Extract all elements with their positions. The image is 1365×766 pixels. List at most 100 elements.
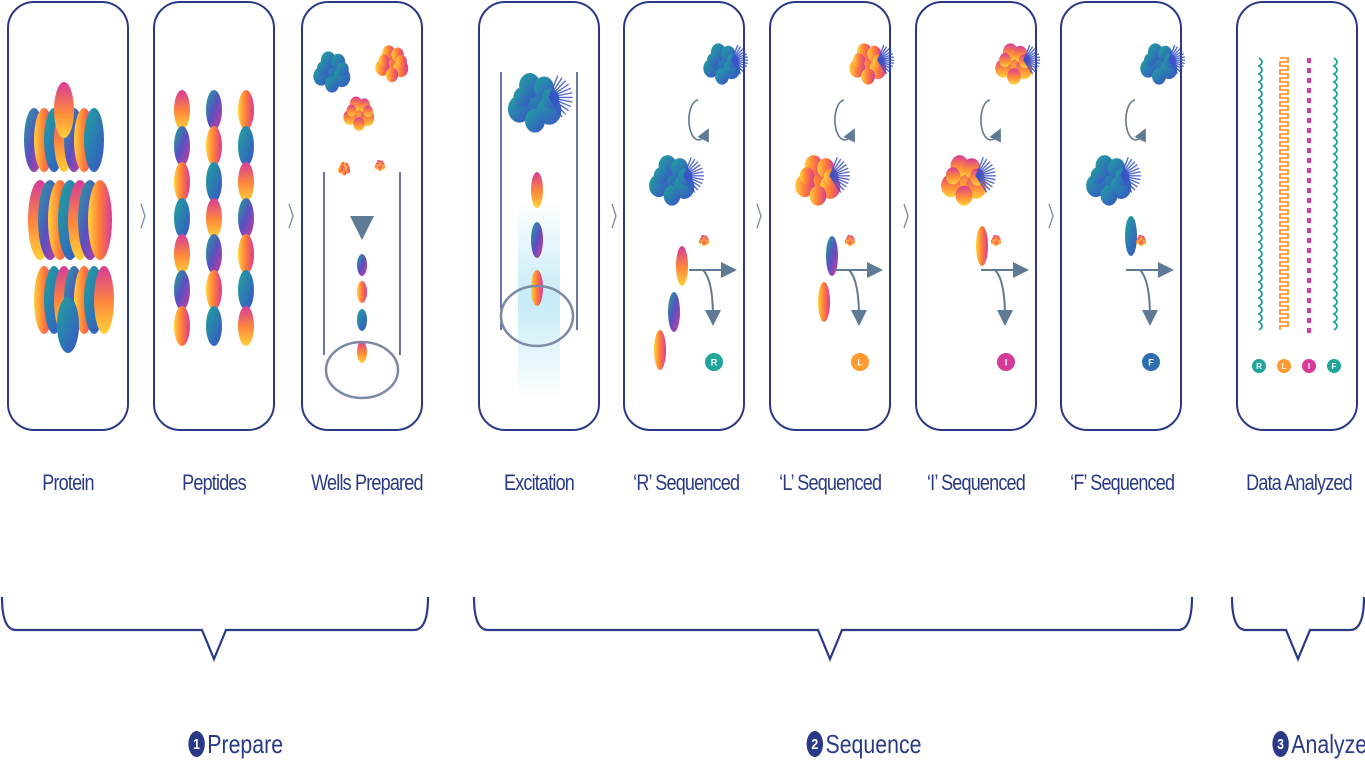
cluster-blob xyxy=(845,237,850,242)
fluorophore-cluster xyxy=(1140,43,1186,85)
amino-acid-letter: R xyxy=(1256,362,1262,371)
cluster-spike xyxy=(731,59,742,75)
peptide-bead xyxy=(357,281,367,303)
well-bottom xyxy=(499,284,575,348)
peptide-bead xyxy=(174,306,190,346)
cluster-spike xyxy=(549,92,573,99)
fluorophore-cluster xyxy=(649,155,704,206)
panel-3 xyxy=(301,1,423,431)
cluster-blob xyxy=(997,237,1001,242)
cluster-spike xyxy=(549,96,572,108)
stage-title: Prepare xyxy=(207,728,284,759)
cluster-spike xyxy=(549,96,573,103)
cluster-blob xyxy=(853,53,865,68)
cluster-spike xyxy=(548,83,570,98)
stage-number: 3 xyxy=(1272,731,1289,757)
cluster-blob xyxy=(1144,53,1156,68)
cluster-spike xyxy=(549,87,572,99)
peptide-bead xyxy=(238,234,254,274)
cluster-blob xyxy=(848,241,852,247)
stage-brace-1 xyxy=(0,596,430,662)
amino-acid-badge xyxy=(705,353,723,371)
cluster-spike xyxy=(975,175,988,193)
cluster-blob xyxy=(325,76,339,93)
cluster-spike xyxy=(548,75,559,98)
amino-acid-letter: L xyxy=(857,358,863,368)
fluorophore-cluster xyxy=(375,45,409,83)
peptide-bead xyxy=(174,162,190,202)
stage-number: 1 xyxy=(188,731,205,757)
panel-label: Peptides xyxy=(182,470,246,495)
cluster-spike xyxy=(1120,175,1133,193)
fluorophore-cluster xyxy=(374,159,386,172)
cluster-blob xyxy=(524,108,546,133)
cluster-blob xyxy=(346,104,357,117)
cluster-blob xyxy=(353,117,365,131)
cluster-spike xyxy=(877,59,888,75)
cluster-blob xyxy=(1152,68,1166,85)
peptide-bead xyxy=(84,108,104,172)
cluster-spike xyxy=(548,80,567,98)
cluster-blob xyxy=(345,165,350,171)
cluster-blob xyxy=(339,165,343,170)
cluster-blob xyxy=(381,162,385,167)
cluster-blob xyxy=(1142,237,1146,242)
amino-acid-letter: R xyxy=(711,358,718,368)
fluorophore-cluster xyxy=(1135,234,1147,247)
peptide-bead xyxy=(826,236,838,276)
cluster-blob xyxy=(1139,241,1143,247)
fluorophore-cluster xyxy=(1086,155,1141,206)
cluster-blob xyxy=(317,61,329,76)
fluorophore-cluster xyxy=(990,234,1002,247)
cluster-blob xyxy=(702,241,706,247)
amino-acid-badge xyxy=(1327,359,1341,373)
panel-label: ‘F’ Sequenced xyxy=(1070,470,1175,495)
cluster-blob xyxy=(851,237,855,242)
amino-acid-letter: I xyxy=(1308,362,1310,371)
fluorophore-cluster xyxy=(698,234,710,247)
peptide-bead xyxy=(57,297,79,353)
amino-acid-badge xyxy=(1277,359,1291,373)
peptide-bead xyxy=(238,198,254,238)
cluster-spike xyxy=(1168,59,1179,75)
fluorophore-cluster xyxy=(795,155,850,206)
peptide-bead xyxy=(206,270,222,310)
panel-6: L xyxy=(769,1,895,431)
peptide-bead xyxy=(238,126,254,166)
amino-acid-badge xyxy=(997,353,1015,371)
step-chevron xyxy=(140,203,146,229)
peptide-bead xyxy=(206,234,222,274)
cluster-spike xyxy=(683,175,696,193)
fluorophore-cluster xyxy=(703,43,749,85)
peptide-bead xyxy=(238,270,254,310)
peptide-bead xyxy=(357,341,367,363)
amino-acid-badge xyxy=(1252,359,1266,373)
release-arrow xyxy=(848,269,867,326)
cycle-arrow xyxy=(834,99,855,143)
peptide-bead xyxy=(531,172,543,208)
peptide-bead xyxy=(676,246,688,286)
step-chevron xyxy=(903,203,909,229)
cluster-spike xyxy=(548,96,567,115)
panel-label: ‘R’ Sequenced xyxy=(633,470,740,495)
fluorophore-cluster xyxy=(337,161,351,176)
cluster-blob xyxy=(799,167,815,185)
peptide-bead xyxy=(238,306,254,346)
peptide-bead xyxy=(357,309,367,331)
amino-acid-letter: F xyxy=(1148,358,1154,368)
peptide-bead xyxy=(818,282,830,322)
cluster-spike xyxy=(548,77,563,98)
cluster-blob xyxy=(653,167,669,185)
panel-label: Protein xyxy=(42,470,94,495)
amino-acid-badge xyxy=(1142,353,1160,371)
amino-acid-letter: I xyxy=(1005,358,1008,368)
fluorophore-cluster xyxy=(343,96,375,131)
cluster-spike xyxy=(829,175,842,193)
amino-acid-letter: L xyxy=(1282,362,1287,371)
stage-brace-2 xyxy=(472,596,1194,662)
cluster-blob xyxy=(861,68,875,85)
